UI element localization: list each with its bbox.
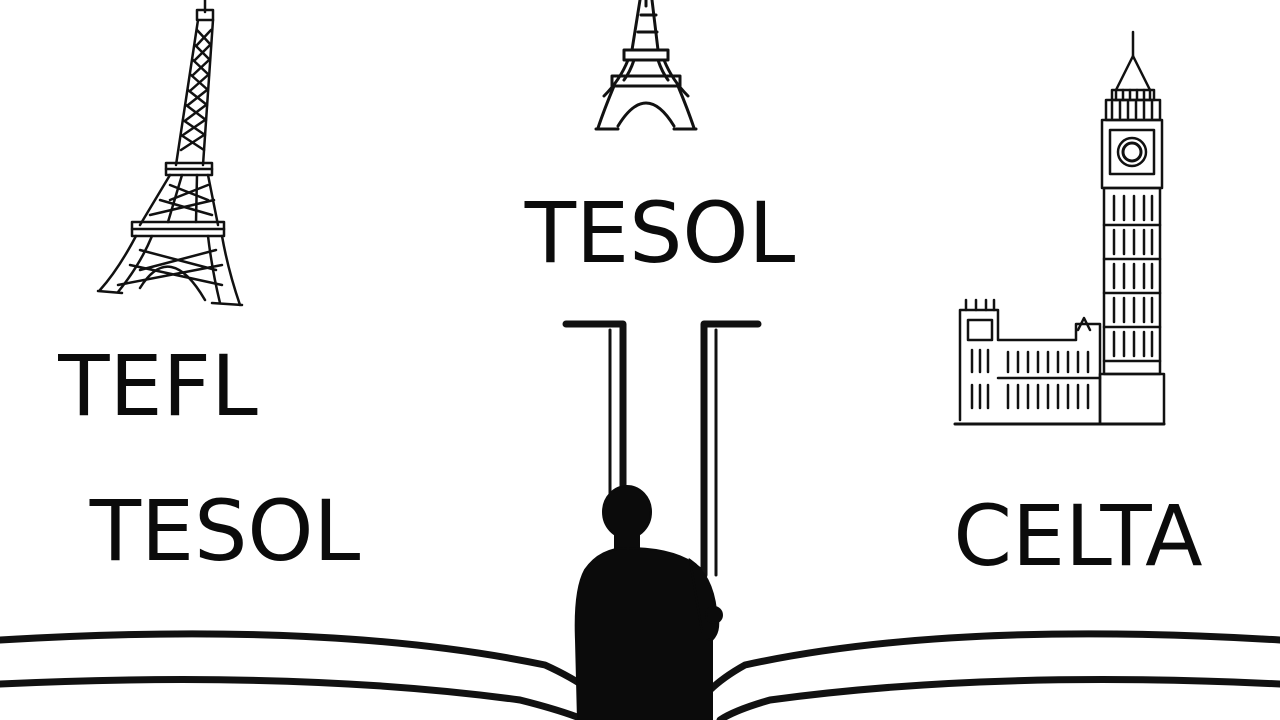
label-celta: CELTA [953,487,1202,585]
open-door-frame [562,320,762,579]
eiffel-tower-icon [96,0,244,307]
label-tesol-left: TESOL [89,482,361,580]
person-silhouette [574,485,723,720]
big-ben-parliament-icon [953,30,1166,426]
eiffel-tower-icon [594,0,698,131]
label-tesol-center: TESOL [524,184,796,282]
door-inner-edge [608,328,718,577]
label-tefl: TEFL [57,337,258,435]
